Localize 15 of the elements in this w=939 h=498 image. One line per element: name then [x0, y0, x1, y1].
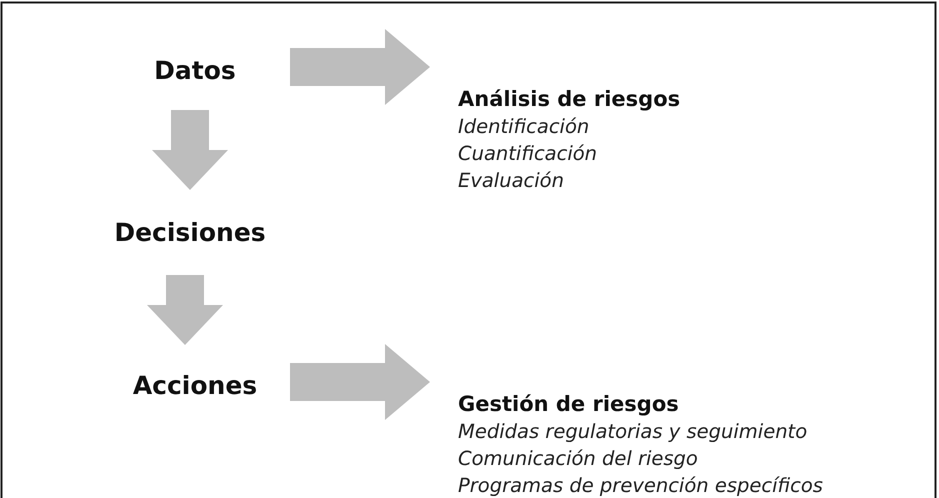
section-heading: Gestión de riesgos	[458, 391, 680, 418]
block-arrow	[152, 110, 228, 190]
stage-label: Decisiones	[114, 218, 266, 247]
list-item: Comunicación del riesgo	[458, 446, 699, 472]
list-item: Evaluación	[458, 168, 565, 194]
block-arrow	[147, 275, 223, 345]
block-arrow	[290, 344, 430, 420]
list-item: Medidas regulatorias y seguimiento	[458, 419, 808, 445]
stage-label: Datos	[154, 56, 236, 84]
section-heading: Análisis de riesgos	[458, 86, 682, 113]
list-item: Cuantificación	[458, 141, 598, 167]
list-item: Programas de prevención específicos	[458, 473, 824, 498]
list-item: Identificación	[458, 114, 590, 140]
block-arrow	[290, 29, 430, 105]
stage-label: Acciones	[132, 370, 258, 400]
